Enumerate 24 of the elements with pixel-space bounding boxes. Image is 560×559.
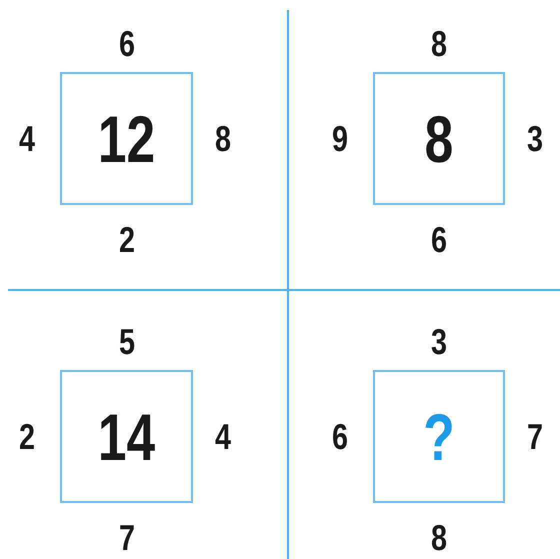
side-number: 3	[526, 118, 544, 158]
side-number: 8	[214, 118, 232, 158]
side-number: 2	[18, 416, 36, 456]
side-number: 9	[330, 118, 350, 158]
side-number: 4	[214, 416, 232, 456]
side-number: 3	[430, 322, 448, 362]
number-box	[60, 72, 193, 205]
center-number: 14	[96, 404, 156, 470]
center-number: ?	[422, 404, 456, 470]
number-box	[373, 370, 505, 503]
side-number: 6	[430, 220, 448, 260]
side-number: 7	[526, 416, 544, 456]
side-number: 5	[118, 322, 136, 362]
side-number: 7	[118, 518, 136, 558]
center-number: 8	[424, 106, 454, 172]
side-number: 6	[330, 416, 350, 456]
side-number: 4	[18, 118, 36, 158]
side-number: 8	[430, 518, 448, 558]
center-number: 12	[96, 106, 156, 172]
side-number: 2	[118, 220, 136, 260]
number-box	[373, 72, 505, 205]
side-number: 8	[430, 24, 448, 64]
side-number: 6	[118, 24, 136, 64]
number-box	[60, 370, 193, 503]
